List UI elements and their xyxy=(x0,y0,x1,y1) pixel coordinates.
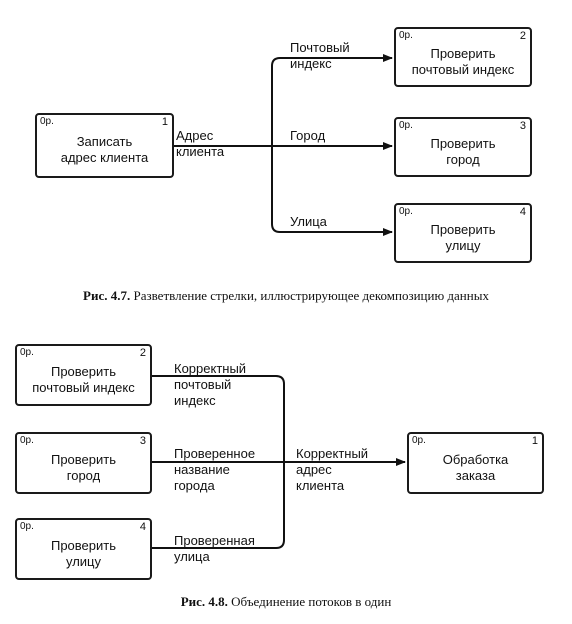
box-title: Проверить город xyxy=(50,451,116,483)
box-number: 3 xyxy=(139,435,146,447)
box-op-label: 0р. xyxy=(20,521,34,532)
caption-prefix: Рис. 4.7. xyxy=(83,288,131,303)
box-check-postal: 0р. 2 Проверить почтовый индекс xyxy=(394,27,532,87)
box-title: Проверить улицу xyxy=(50,537,116,569)
box-number: 4 xyxy=(139,521,146,533)
label-city: Город xyxy=(290,128,326,143)
caption-text: Разветвление стрелки, иллюстрирующее дек… xyxy=(130,288,489,303)
label-street-checked: Проверенная улица xyxy=(174,533,255,564)
box-title: Записать адрес клиента xyxy=(60,134,149,165)
box-number: 4 xyxy=(519,206,526,218)
box-op-label: 0р. xyxy=(399,30,413,41)
box-title: Проверить почтовый индекс xyxy=(32,363,135,395)
arrow-branch-street xyxy=(271,146,393,236)
box-title: Проверить город xyxy=(430,135,496,167)
box-number: 2 xyxy=(139,347,146,359)
box-check-street: 0р. 4 Проверить улицу xyxy=(394,203,532,263)
label-city-checked: Проверенное название города xyxy=(174,446,256,493)
box-op-label: 0р. xyxy=(412,435,426,446)
box-op-label: 0р. xyxy=(399,120,413,131)
caption-prefix: Рис. 4.8. xyxy=(180,594,228,609)
box-op-label: 0р. xyxy=(20,347,34,358)
arrow-merge-street xyxy=(152,462,285,549)
box-check-city: 0р. 3 Проверить город xyxy=(15,432,152,494)
label-address-correct: Корректный адрес клиента xyxy=(296,446,369,493)
box-check-city: 0р. 3 Проверить город xyxy=(394,117,532,177)
box-number: 1 xyxy=(531,435,538,447)
box-op-label: 0р. xyxy=(399,206,413,217)
label-postal-correct: Корректный почтовый индекс xyxy=(174,361,247,408)
box-check-street: 0р. 4 Проверить улицу xyxy=(15,518,152,580)
arrow-branch-postal xyxy=(271,54,393,146)
box-record-address: 0р. 1 Записать адрес клиента xyxy=(35,113,174,178)
caption-figure-4-7: Рис. 4.7. Разветвление стрелки, иллюстри… xyxy=(0,288,572,304)
box-op-label: 0р. xyxy=(20,435,34,446)
arrow-merge-postal xyxy=(152,375,285,462)
box-check-postal: 0р. 2 Проверить почтовый индекс xyxy=(15,344,152,406)
box-number: 2 xyxy=(519,30,526,42)
box-number: 3 xyxy=(519,120,526,132)
label-postal: Почтовый индекс xyxy=(290,40,350,71)
box-op-label: 0р. xyxy=(40,116,54,127)
box-number: 1 xyxy=(161,116,168,128)
box-title: Проверить улицу xyxy=(430,221,496,253)
label-street: Улица xyxy=(290,214,327,229)
box-process-order: 0р. 1 Обработка заказа xyxy=(407,432,544,494)
box-title: Обработка заказа xyxy=(442,451,509,483)
caption-figure-4-8: Рис. 4.8. Объединение потоков в один xyxy=(0,594,572,610)
label-address: Адрес клиента xyxy=(176,128,225,159)
caption-text: Объединение потоков в один xyxy=(227,594,392,609)
box-title: Проверить почтовый индекс xyxy=(411,45,515,77)
